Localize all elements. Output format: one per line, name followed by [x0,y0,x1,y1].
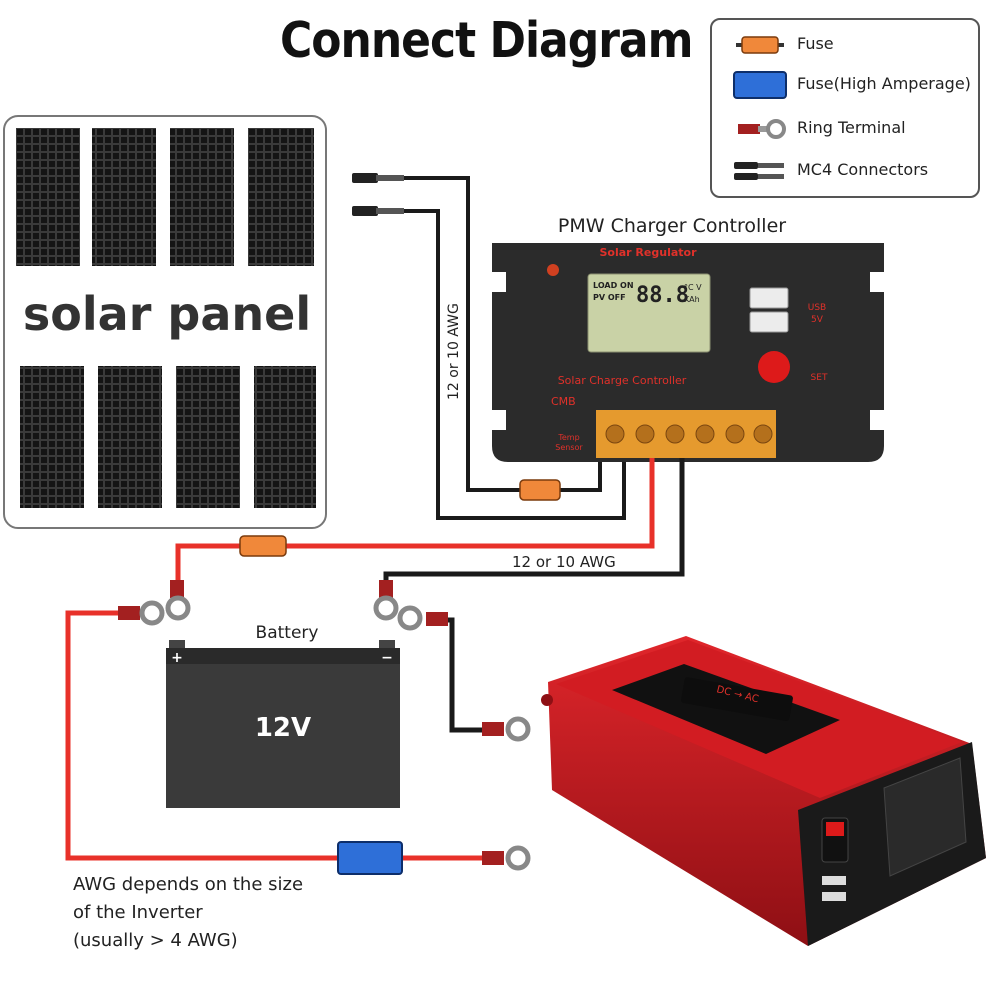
controller-caption: PMW Charger Controller [558,215,786,237]
solar-panel [3,115,327,529]
battery-plus: + [171,650,183,666]
fuse-icon [736,36,784,54]
legend-label: Fuse [797,34,834,53]
pv-fuse [519,479,561,501]
battery-fuse [239,535,287,557]
controller-name: Solar Charge Controller [558,374,687,387]
controller-sensor: Sensor [555,443,583,452]
inverter-fuse-high-amperage [337,841,403,875]
battery-label: Battery [256,623,319,643]
diagram-title: Connect Diagram [280,12,693,70]
legend-label: Ring Terminal [797,118,906,137]
controller-brand: Solar Regulator [600,246,698,259]
lcd-load: LOAD ON [593,281,634,290]
ring-terminals [118,580,531,871]
battery-wires [65,458,685,861]
solar-panel-label: solar panel [23,287,311,341]
legend-item-ring: Ring Terminal [732,114,972,144]
inverter-note-line-2: of the Inverter [73,902,203,923]
controller-set: SET [811,373,828,383]
solar-cell-group-bottom [20,366,316,508]
controller-usb: USB [808,303,826,313]
controller-usb-volt: 5V [811,315,824,325]
wire-label-horizontal: 12 or 10 AWG [512,553,616,571]
lcd-pv: PV OFF [593,293,626,302]
legend-label: Fuse(High Amperage) [797,74,971,93]
lcd-digits: 88.8 [636,283,689,308]
mc4-connector-icon [734,162,784,180]
inverter [541,636,986,946]
wire-label-vertical: 12 or 10 AWG [446,303,462,400]
controller-temp: Temp [557,433,579,442]
solar-cell-group-top [16,128,314,266]
lcd-unit-k: KAh [684,295,700,304]
controller-cmb: CMB [551,395,576,408]
legend-item-mc4: MC4 Connectors [732,156,972,186]
ring-terminal-icon [738,119,786,139]
charge-controller [492,243,884,462]
high-amperage-fuse-icon [733,71,787,99]
inverter-note-line-1: AWG depends on the size [73,874,303,895]
legend: Fuse Fuse(High Amperage) Ring Terminal [710,18,980,198]
lcd-unit-c: °C V [684,283,702,292]
battery-voltage: 12V [255,713,311,743]
legend-item-high-fuse: Fuse(High Amperage) [732,70,972,100]
legend-item-fuse: Fuse [732,30,972,60]
battery-minus: − [381,650,393,666]
inverter-note-line-3: (usually > 4 AWG) [73,930,238,951]
legend-label: MC4 Connectors [797,160,929,179]
pv-wires [404,176,626,520]
battery [166,640,400,808]
mc4-connectors [352,173,404,216]
